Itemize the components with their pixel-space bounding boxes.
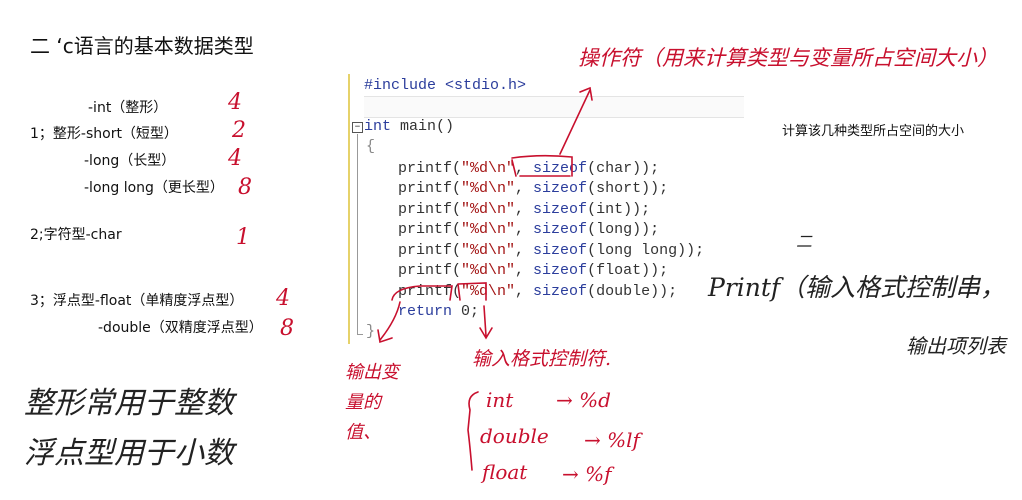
format-map-float-type: float [482, 460, 528, 484]
type-int-label: -int（整形） [88, 100, 168, 116]
format-box [457, 282, 487, 301]
right-note: 计算该几种类型所占空间的大小 [782, 124, 965, 139]
code-line-printf-long: printf("%d\n", sizeof(long)); [398, 221, 660, 238]
printf-note-number: 二 [796, 232, 813, 251]
size-double: 8 [280, 316, 294, 341]
code-editor: − #include <stdio.h> int main() { printf… [348, 74, 744, 344]
sizeof-annotation: 操作符（用来计算类型与变量所占空间大小） [578, 46, 998, 70]
format-map-int-spec: → %d [556, 388, 611, 412]
code-line-printf-int: printf("%d\n", sizeof(int)); [398, 201, 651, 218]
code-line-main: int main() [364, 118, 455, 135]
fold-guide-line [357, 134, 358, 334]
printf-note: Printf（输入格式控制串， [708, 273, 1006, 302]
size-long: 4 [228, 146, 242, 171]
type-char-label: 2;字符型-char [30, 227, 122, 243]
code-line-printf-longlong: printf("%d\n", sizeof(long long)); [398, 242, 705, 259]
code-line-open-brace: { [366, 138, 376, 155]
arrow-down-left-icon [377, 301, 401, 344]
brace-icon [467, 391, 479, 471]
code-line-include: #include <stdio.h> [364, 77, 527, 94]
page-title: 二 ‘c语言的基本数据类型 [30, 34, 254, 58]
size-short: 2 [232, 118, 246, 143]
summary-integer: 整形常用于整数 [24, 386, 234, 421]
code-line-printf-float: printf("%d\n", sizeof(float)); [398, 262, 669, 279]
output-var-annotation: 输出变量的值、 [345, 362, 399, 443]
type-short-label: 1；整形-short（短型） [30, 126, 178, 142]
type-longlong-label: -long long（更长型） [84, 180, 224, 196]
format-map-double-spec: → %lf [584, 428, 640, 452]
printf-box [391, 285, 453, 301]
printf-note-2: 输出项列表 [906, 334, 1006, 358]
format-annotation: 输入格式控制符. [472, 348, 612, 370]
code-line-printf-char: printf("%d\n", sizeof(char)); [398, 160, 660, 177]
arrow-down-icon [479, 305, 493, 340]
format-map-double-type: double [480, 424, 549, 448]
format-map-float-spec: → %f [562, 462, 612, 486]
size-longlong: 8 [238, 175, 252, 200]
fold-toggle-icon[interactable]: − [352, 122, 363, 133]
code-line-printf-double: printf("%d\n", sizeof(double)); [398, 283, 678, 300]
summary-float: 浮点型用于小数 [24, 436, 234, 471]
size-float: 4 [276, 286, 290, 311]
sizeof-highlight [511, 154, 573, 177]
type-float-label: 3；浮点型-float（单精度浮点型） [30, 293, 244, 309]
format-map-int-type: int [486, 388, 514, 412]
size-char: 1 [236, 225, 250, 250]
size-int: 4 [228, 90, 242, 115]
type-long-label: -long（长型） [84, 153, 176, 169]
fold-guide-end [357, 334, 363, 335]
type-double-label: -double（双精度浮点型） [98, 320, 263, 336]
arrow-to-sizeof-note-icon [559, 86, 593, 155]
editor-gutter-bar [348, 74, 350, 344]
code-line-close-brace: } [366, 323, 376, 340]
editor-current-line [364, 96, 744, 118]
code-line-return: return 0; [398, 303, 480, 320]
code-line-printf-short: printf("%d\n", sizeof(short)); [398, 180, 669, 197]
